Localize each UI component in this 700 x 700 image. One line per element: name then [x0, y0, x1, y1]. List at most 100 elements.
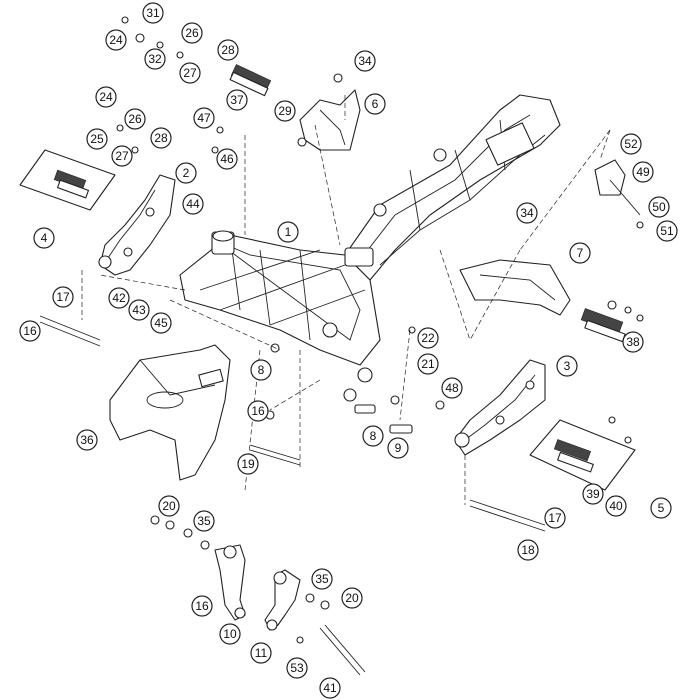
callout-19[interactable]: 19: [237, 453, 259, 475]
small-hardware: [116, 16, 644, 644]
callout-38[interactable]: 38: [622, 331, 644, 353]
long-bolt-41: [319, 624, 366, 676]
leader-lines: [81, 95, 611, 505]
svg-text:37: 37: [230, 93, 244, 107]
callout-9[interactable]: 9: [387, 437, 409, 459]
callout-26a[interactable]: 26: [181, 22, 203, 44]
callout-52[interactable]: 52: [620, 133, 642, 155]
svg-text:16: 16: [195, 599, 209, 613]
svg-text:10: 10: [223, 627, 237, 641]
callouts: 1 2 3 4 5 6 7 8 8 9 10 11 16 16 16 17 17…: [19, 2, 678, 699]
callout-6[interactable]: 6: [364, 93, 386, 115]
svg-text:46: 46: [220, 152, 234, 166]
callout-53[interactable]: 53: [286, 657, 308, 679]
svg-text:7: 7: [577, 246, 584, 260]
callout-28b[interactable]: 28: [150, 127, 172, 149]
callout-36[interactable]: 36: [76, 429, 98, 451]
svg-text:32: 32: [148, 52, 162, 66]
callout-16b[interactable]: 16: [247, 400, 269, 422]
svg-text:29: 29: [278, 104, 292, 118]
callout-48[interactable]: 48: [441, 377, 463, 399]
callout-3[interactable]: 3: [556, 355, 578, 377]
callout-29[interactable]: 29: [274, 100, 296, 122]
long-bolt-19: [249, 444, 301, 466]
callout-25[interactable]: 25: [86, 128, 108, 150]
svg-text:36: 36: [80, 433, 94, 447]
left-footrest-bracket: [98, 174, 176, 276]
callout-1[interactable]: 1: [277, 221, 299, 243]
callout-16a[interactable]: 16: [19, 320, 41, 342]
callout-26b[interactable]: 26: [124, 108, 146, 130]
svg-text:8: 8: [370, 429, 377, 443]
svg-text:19: 19: [241, 457, 255, 471]
callout-35b[interactable]: 35: [311, 568, 333, 590]
callout-24a[interactable]: 24: [105, 29, 127, 51]
callout-50[interactable]: 50: [648, 196, 670, 218]
callout-20b[interactable]: 20: [341, 587, 363, 609]
svg-text:41: 41: [323, 681, 337, 695]
svg-text:28: 28: [221, 43, 235, 57]
callout-34a[interactable]: 34: [354, 50, 376, 72]
callout-44[interactable]: 44: [182, 193, 204, 215]
callout-42[interactable]: 42: [108, 287, 130, 309]
callout-37[interactable]: 37: [226, 89, 248, 111]
svg-text:53: 53: [290, 661, 304, 675]
footrest-kit-left: [19, 149, 116, 211]
callout-10[interactable]: 10: [219, 623, 241, 645]
svg-text:48: 48: [445, 381, 459, 395]
svg-text:34: 34: [358, 54, 372, 68]
callout-22[interactable]: 22: [417, 327, 439, 349]
callout-41[interactable]: 41: [319, 677, 341, 699]
svg-text:16: 16: [251, 404, 265, 418]
main-frame: [179, 94, 561, 402]
callout-40[interactable]: 40: [605, 495, 627, 517]
callout-27b[interactable]: 27: [111, 145, 133, 167]
callout-2[interactable]: 2: [175, 162, 197, 184]
callout-35a[interactable]: 35: [193, 510, 215, 532]
svg-text:24: 24: [109, 33, 123, 47]
svg-text:17: 17: [56, 290, 70, 304]
callout-51[interactable]: 51: [656, 220, 678, 242]
callout-8b[interactable]: 8: [362, 425, 384, 447]
callout-18[interactable]: 18: [517, 539, 539, 561]
callout-20a[interactable]: 20: [158, 495, 180, 517]
bracket-7: [459, 259, 571, 316]
svg-text:27: 27: [183, 66, 197, 80]
bracket-49: [594, 159, 641, 216]
callout-46[interactable]: 46: [216, 148, 238, 170]
svg-text:21: 21: [421, 357, 435, 371]
callout-21[interactable]: 21: [417, 353, 439, 375]
svg-text:38: 38: [626, 335, 640, 349]
svg-text:9: 9: [395, 441, 402, 455]
callout-28a[interactable]: 28: [217, 39, 239, 61]
callout-27a[interactable]: 27: [179, 62, 201, 84]
svg-text:43: 43: [132, 303, 146, 317]
top-bracket-6: [299, 89, 361, 151]
callout-49[interactable]: 49: [632, 161, 654, 183]
callout-7[interactable]: 7: [569, 242, 591, 264]
callout-31[interactable]: 31: [142, 2, 164, 24]
callout-34b[interactable]: 34: [516, 202, 538, 224]
callout-11[interactable]: 11: [250, 642, 272, 664]
callout-5[interactable]: 5: [650, 497, 672, 519]
callout-16c[interactable]: 16: [191, 595, 213, 617]
callout-43[interactable]: 43: [128, 299, 150, 321]
svg-text:3: 3: [564, 359, 571, 373]
svg-text:25: 25: [90, 132, 104, 146]
callout-47[interactable]: 47: [193, 107, 215, 129]
svg-text:1: 1: [285, 225, 292, 239]
svg-text:26: 26: [128, 112, 142, 126]
svg-text:6: 6: [372, 97, 379, 111]
callout-8a[interactable]: 8: [250, 359, 272, 381]
callout-45[interactable]: 45: [150, 312, 172, 334]
svg-text:20: 20: [162, 499, 176, 513]
callout-17b[interactable]: 17: [544, 507, 566, 529]
svg-text:52: 52: [624, 137, 638, 151]
callout-32[interactable]: 32: [144, 48, 166, 70]
right-footrest-bracket: [454, 359, 546, 456]
callout-4[interactable]: 4: [33, 227, 55, 249]
callout-39[interactable]: 39: [582, 483, 604, 505]
callout-24b[interactable]: 24: [95, 86, 117, 108]
callout-17a[interactable]: 17: [52, 286, 74, 308]
